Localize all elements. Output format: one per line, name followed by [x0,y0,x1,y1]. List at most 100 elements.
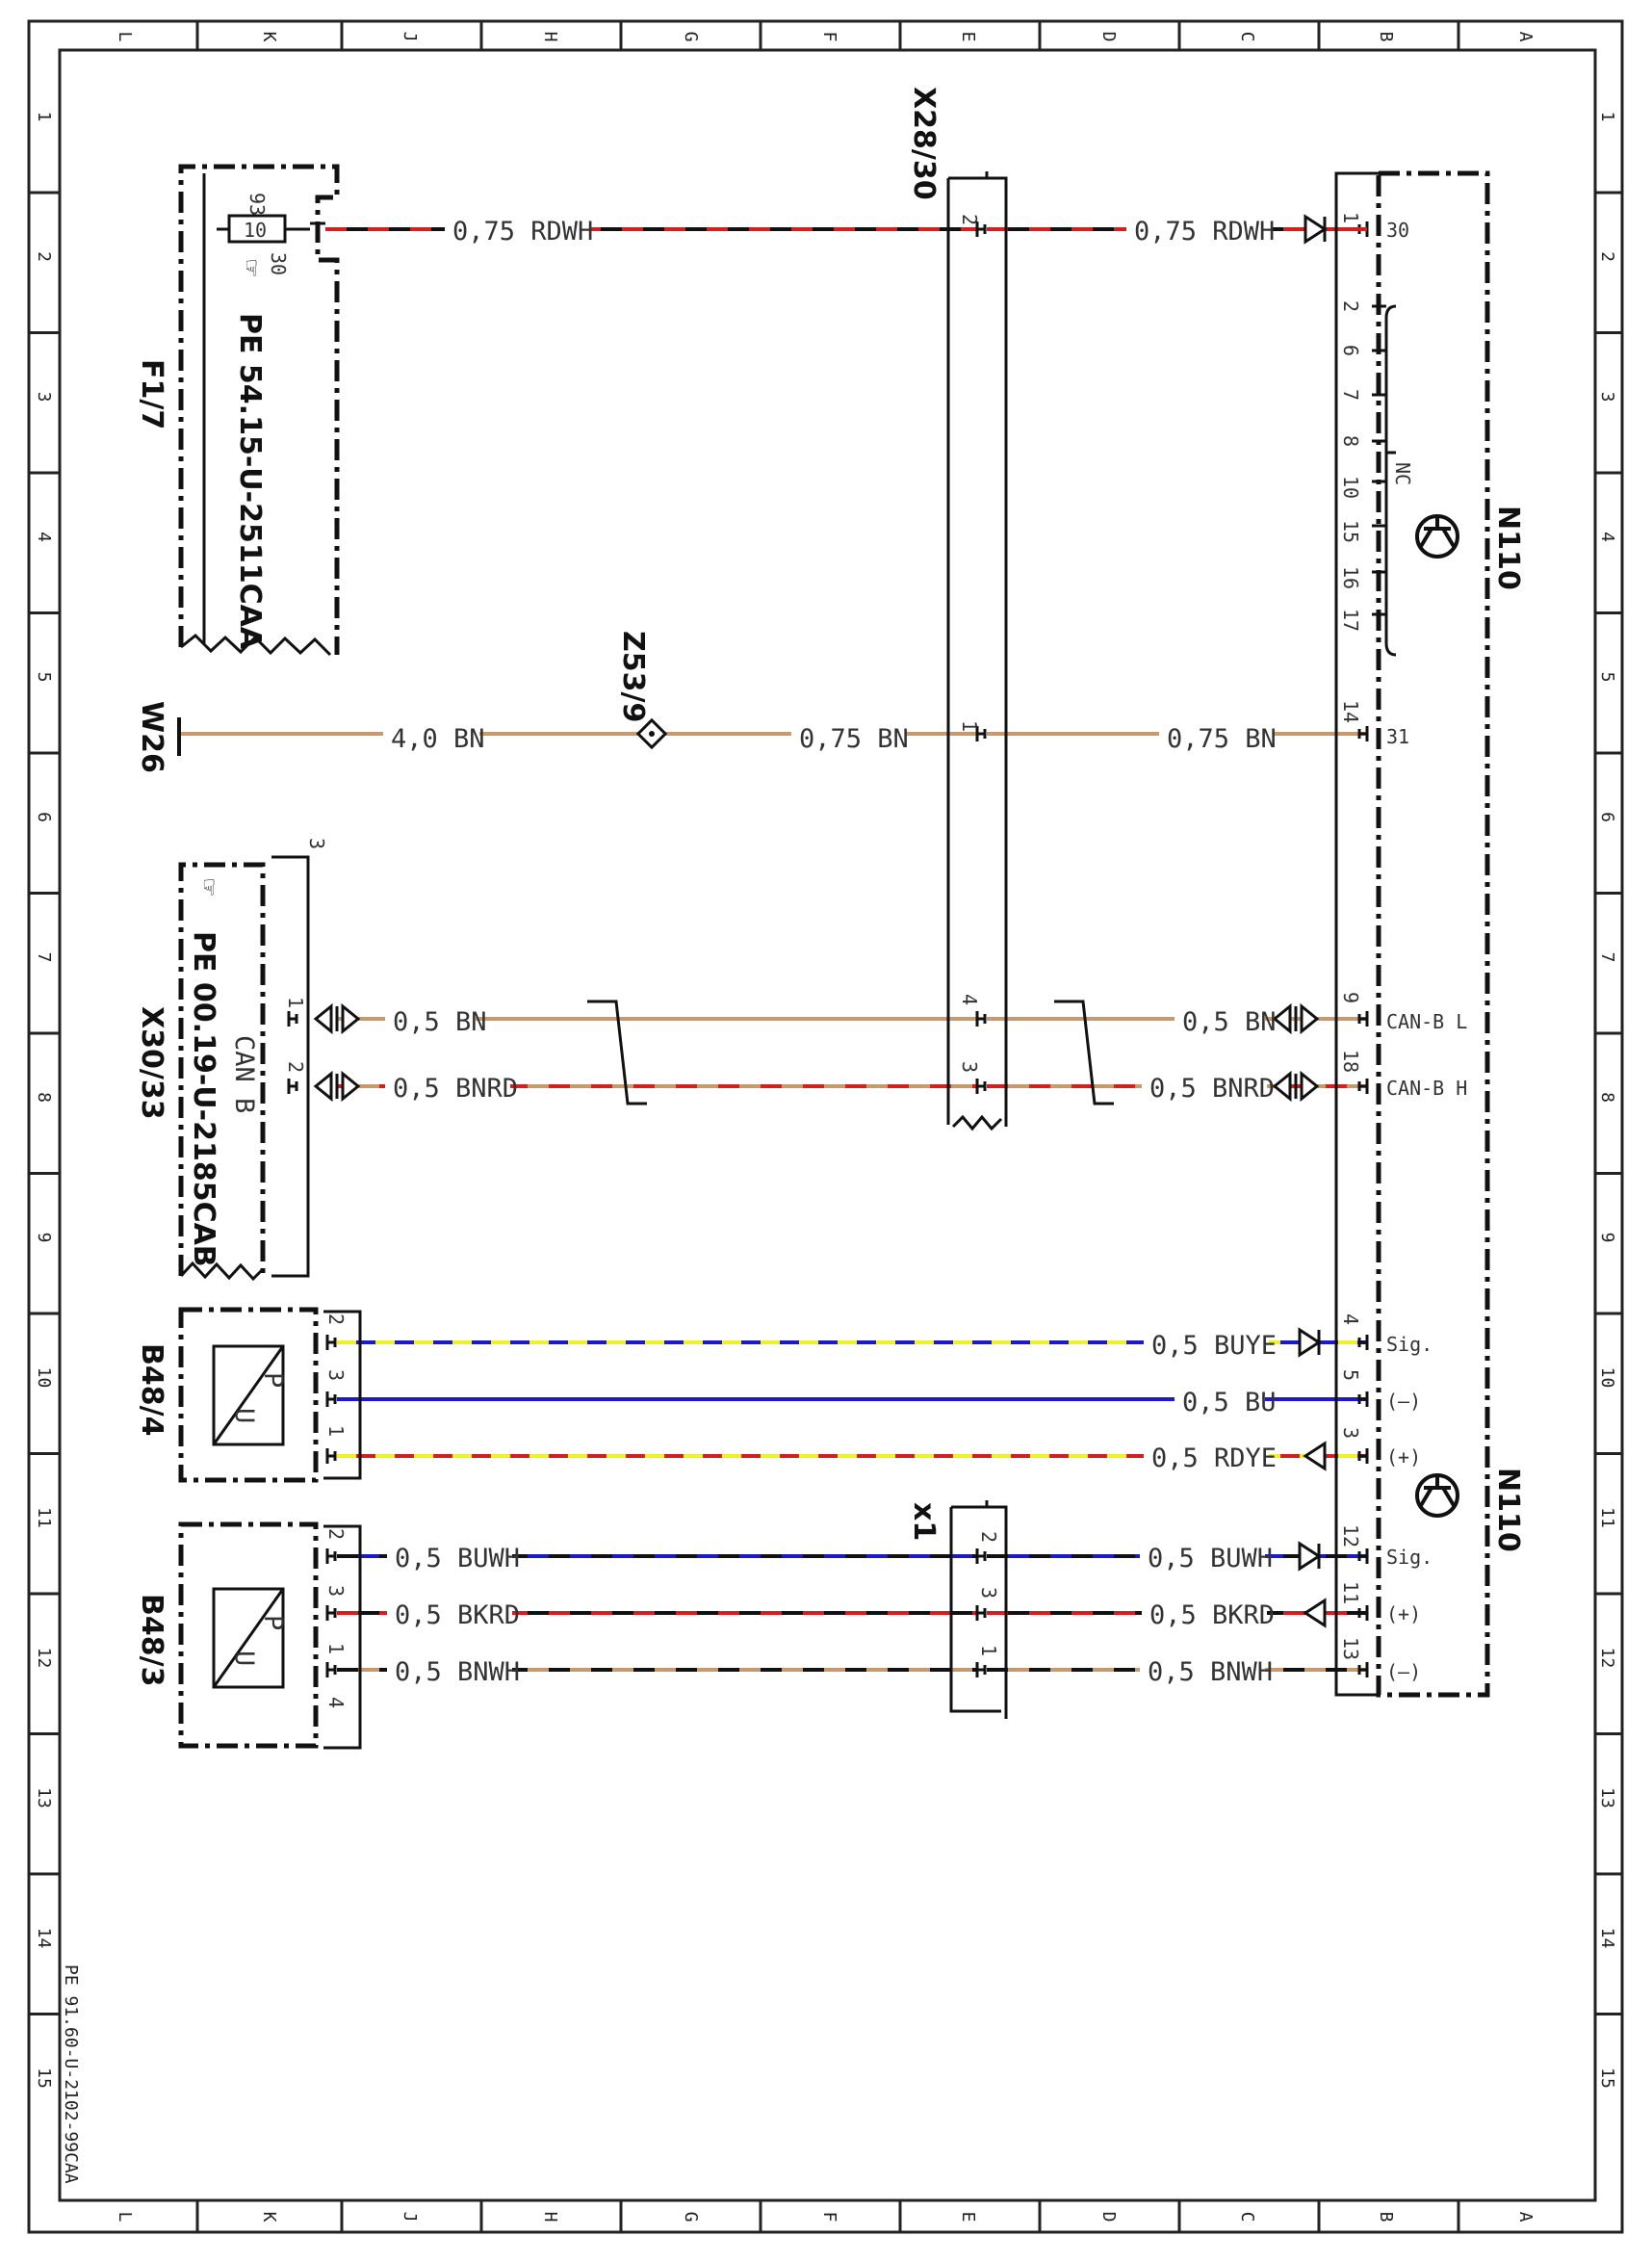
svg-text:1: 1 [324,1643,348,1654]
wire-label: 0,5 BKRD [1149,1600,1275,1630]
grid-letter: D [1098,32,1119,42]
grid-letter: H [540,32,560,42]
b484-p: P [258,1372,288,1388]
label-gap [445,214,589,245]
grid-number: 1 [34,112,54,122]
splice-z539[interactable] [635,717,668,750]
svg-text:2: 2 [977,1531,1000,1543]
label-gap [1174,1384,1265,1415]
pin-terminal [975,1605,987,1621]
arrow-bidirectional-icon [1300,1070,1320,1103]
sensor-b483[interactable] [178,1521,362,1750]
fuse-box-f17[interactable] [178,164,340,657]
svg-text:CAN-B H: CAN-B H [1386,1077,1467,1100]
grid-number: 15 [34,2067,54,2089]
grid-number: 3 [34,392,54,403]
n110-label-top: N110 [1491,506,1525,590]
svg-text:Sig.: Sig. [1386,1333,1433,1356]
grid-lines [29,21,1622,2232]
grid-letter: C [1237,2212,1257,2223]
pin-terminal [325,1662,337,1677]
grid-number: 4 [34,532,54,542]
grid-letter: H [540,2212,560,2223]
pin-terminal [1357,1548,1369,1564]
label-gap [1142,1598,1267,1628]
grid-letter: F [819,2212,839,2223]
pin-terminal [975,1662,987,1677]
arrow-bidirectional-icon [1272,1002,1292,1035]
pin-terminal [287,1079,298,1094]
label-gap [1140,1654,1265,1685]
nc-label: NC [1391,462,1414,485]
grid-letter: C [1237,32,1257,42]
svg-text:11: 11 [1339,1581,1362,1604]
grid-number: 6 [1597,812,1617,822]
n110-pin-labels: 30 31 CAN-B L CAN-B H Sig. (–) (+) Sig. … [1386,219,1467,1683]
svg-text:1: 1 [958,720,981,732]
grid-letter: K [259,32,279,42]
grid-number: 14 [34,1928,54,1949]
wire-label: 0,5 BN [1182,1007,1277,1037]
grid-number: 10 [34,1367,54,1389]
f17-label: F1/7 [135,359,168,429]
pin-terminal [975,1011,987,1027]
x3033-bracket-number: 3 [305,838,328,849]
b483-pin-numbers: 2 3 1 4 [324,1528,348,1708]
grid-letter: L [115,32,135,42]
grid-letter: G [681,2212,701,2223]
grid-number: 2 [34,251,54,262]
svg-text:(+): (+) [1386,1602,1421,1625]
fuse-pin-30: 30 [267,252,290,275]
arrow-bidirectional-icon [1272,1070,1292,1103]
nc-pin-number: 10 [1339,476,1362,499]
arrow-left-icon [1303,1441,1327,1471]
sensor-b484[interactable] [178,1307,362,1483]
nc-pin-number: 7 [1339,389,1362,401]
svg-text:3: 3 [324,1369,348,1381]
label-gap [1144,1441,1269,1471]
arrow-left-icon [1303,1598,1327,1628]
grid-letter: A [1515,32,1536,42]
connector-x3033[interactable] [178,855,310,1282]
wire-label: 0,5 BNWH [395,1657,520,1687]
grid-letter: K [259,2212,279,2223]
b484-u: U [229,1408,259,1423]
label-gap [387,1654,512,1685]
grid-letter: L [115,2212,135,2223]
wire-label: 4,0 BN [391,724,485,754]
grid-number: 9 [1597,1233,1617,1243]
wire-label: 0,75 RDWH [452,217,593,247]
wire-label: 0,5 BNRD [393,1074,518,1104]
arrow-bidirectional-icon [1300,1002,1320,1035]
b484-pin-numbers: 2 3 1 [324,1313,348,1437]
svg-text:30: 30 [1386,219,1409,242]
svg-text:12: 12 [1339,1524,1362,1547]
n110-label-bottom: N110 [1491,1468,1525,1552]
grid-number: 10 [1597,1367,1617,1389]
pin-terminal [975,221,987,237]
connector-x2830[interactable] [946,171,1008,1131]
outer-frame [27,19,1624,2234]
pin-terminal [1357,1335,1369,1350]
arrow-bidirectional-icon [313,1002,333,1035]
pin-terminal [975,1548,987,1564]
arrow-right-icon [1304,214,1328,245]
svg-text:31: 31 [1386,725,1409,748]
pin-terminal [325,1448,337,1464]
pin-terminal [1357,726,1369,741]
grid-number: 13 [34,1787,54,1808]
label-gap [1144,1327,1269,1358]
connector-x1[interactable] [949,1500,1008,1719]
pin-terminal [975,1079,987,1094]
grid-number: 5 [34,672,54,683]
svg-text:9: 9 [1339,992,1362,1003]
b483-u: U [229,1651,259,1666]
grid-number: 9 [34,1233,54,1243]
grid-letter: E [958,32,978,42]
grid-letter: D [1098,2212,1119,2223]
nc-pin-number: 17 [1339,609,1362,632]
svg-text:(–): (–) [1386,1660,1421,1683]
grid-letter: G [681,32,701,42]
svg-text:1: 1 [324,1425,348,1437]
